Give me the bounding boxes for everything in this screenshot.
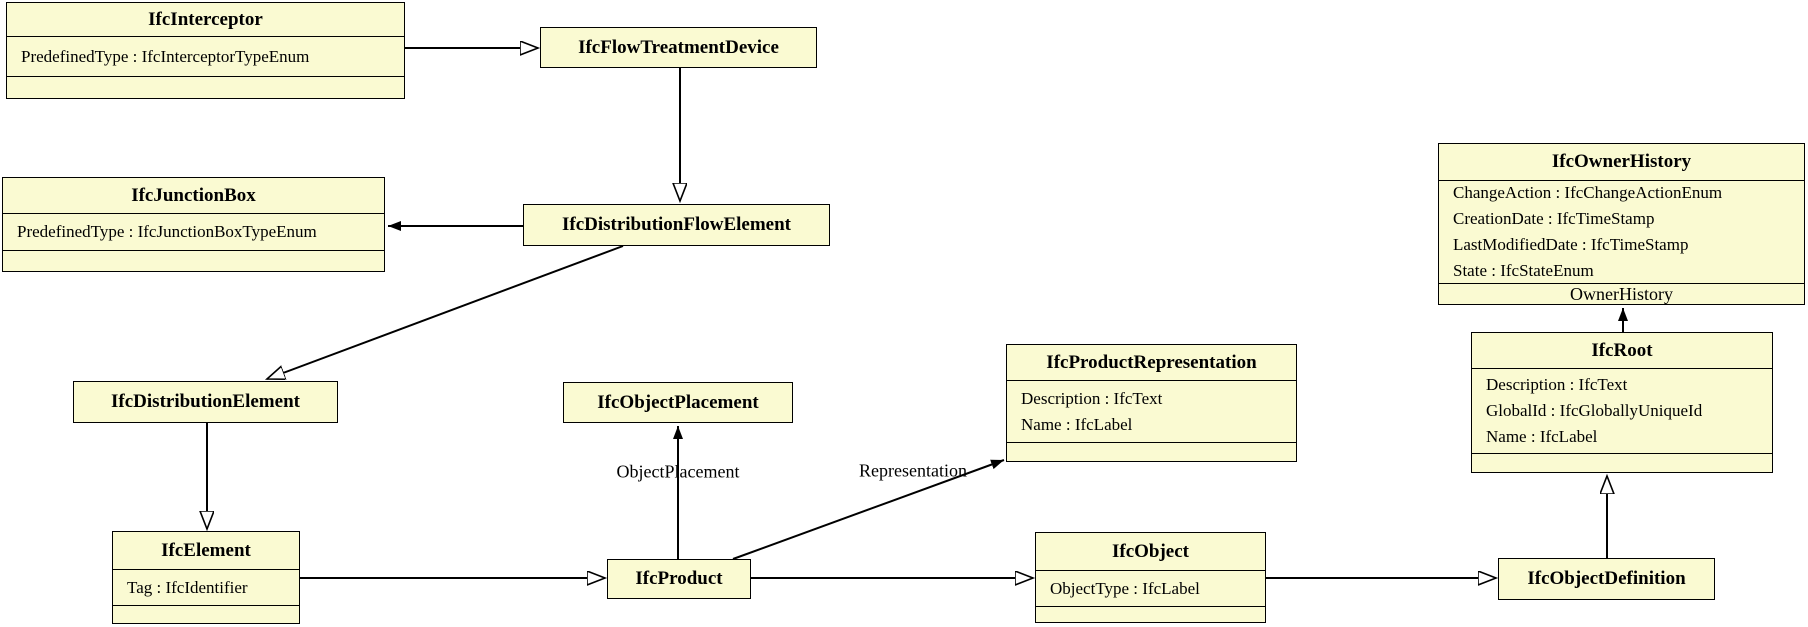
class-title: IfcFlowTreatmentDevice bbox=[578, 36, 779, 58]
class-title: IfcRoot bbox=[1472, 333, 1772, 369]
class-attributes: Tag : IfcIdentifier bbox=[113, 570, 299, 606]
class-attributes: PredefinedType : IfcJunctionBoxTypeEnum bbox=[3, 214, 384, 251]
class-box-ifcproductrepresentation: IfcProductRepresentation Description : I… bbox=[1006, 344, 1297, 462]
class-attribute: PredefinedType : IfcJunctionBoxTypeEnum bbox=[17, 222, 317, 241]
class-title: IfcElement bbox=[113, 532, 299, 570]
class-title: IfcDistributionElement bbox=[111, 391, 300, 412]
class-title: IfcObjectPlacement bbox=[597, 391, 759, 413]
class-title: IfcProductRepresentation bbox=[1007, 345, 1296, 381]
class-title: IfcOwnerHistory bbox=[1439, 144, 1804, 181]
class-attribute: State : IfcStateEnum bbox=[1453, 261, 1594, 280]
class-title: IfcObjectDefinition bbox=[1527, 568, 1686, 589]
class-box-ifcelement: IfcElement Tag : IfcIdentifier bbox=[112, 531, 300, 624]
edge-distributionflowelement-distributionelement bbox=[267, 245, 624, 379]
class-attribute: Name : IfcLabel bbox=[1486, 427, 1598, 446]
class-attributes: Description : IfcText GlobalId : IfcGlob… bbox=[1472, 369, 1772, 454]
edge-label-objectplacement: ObjectPlacement bbox=[616, 461, 740, 482]
class-title: IfcProduct bbox=[635, 568, 723, 589]
class-title: IfcDistributionFlowElement bbox=[561, 214, 792, 235]
class-operations-empty bbox=[1007, 443, 1296, 461]
class-operations-empty bbox=[7, 77, 404, 98]
class-attributes: ObjectType : IfcLabel bbox=[1036, 571, 1265, 607]
class-box-ifcobjectdefinition: IfcObjectDefinition bbox=[1498, 558, 1715, 600]
class-box-ifcobject: IfcObject ObjectType : IfcLabel bbox=[1035, 532, 1266, 623]
class-attribute: Name : IfcLabel bbox=[1021, 414, 1133, 434]
class-box-ifcdistributionflowelement: IfcDistributionFlowElement bbox=[523, 204, 830, 246]
edge-label-ownerhistory: OwnerHistory bbox=[1570, 284, 1673, 304]
class-attributes: ChangeAction : IfcChangeActionEnum Creat… bbox=[1439, 181, 1804, 284]
class-attribute: ObjectType : IfcLabel bbox=[1050, 578, 1200, 598]
class-box-ifcjunctionbox: IfcJunctionBox PredefinedType : IfcJunct… bbox=[2, 177, 385, 272]
class-operations-empty bbox=[3, 251, 384, 271]
class-operations-empty bbox=[1472, 454, 1772, 472]
class-box-ifcownerhistory: IfcOwnerHistory ChangeAction : IfcChange… bbox=[1438, 143, 1805, 305]
edge-label-representation: Representation bbox=[859, 460, 967, 481]
class-title: IfcObject bbox=[1036, 533, 1265, 571]
class-box-ifcdistributionelement: IfcDistributionElement bbox=[73, 381, 338, 423]
class-attribute: Description : IfcText bbox=[1021, 388, 1163, 408]
class-box-ifcproduct: IfcProduct bbox=[607, 559, 751, 599]
class-box-ifcroot: IfcRoot Description : IfcText GlobalId :… bbox=[1471, 332, 1773, 473]
class-box-ifcinterceptor: IfcInterceptor PredefinedType : IfcInter… bbox=[6, 2, 405, 99]
class-attribute: GlobalId : IfcGloballyUniqueId bbox=[1486, 401, 1703, 420]
edge-product-productrepresentation bbox=[732, 459, 1005, 560]
class-attributes: PredefinedType : IfcInterceptorTypeEnum bbox=[7, 37, 404, 77]
class-attribute: CreationDate : IfcTimeStamp bbox=[1453, 209, 1655, 228]
class-attribute: LastModifiedDate : IfcTimeStamp bbox=[1453, 235, 1689, 254]
class-title: IfcInterceptor bbox=[7, 3, 404, 37]
class-operations-empty bbox=[113, 606, 299, 623]
class-title: IfcJunctionBox bbox=[3, 178, 384, 214]
class-attributes: Description : IfcText Name : IfcLabel bbox=[1007, 381, 1296, 443]
class-attribute: ChangeAction : IfcChangeActionEnum bbox=[1453, 183, 1723, 202]
class-box-ifcflowtreatmentdevice: IfcFlowTreatmentDevice bbox=[540, 27, 817, 68]
class-attribute: PredefinedType : IfcInterceptorTypeEnum bbox=[21, 46, 310, 66]
class-operations-empty bbox=[1036, 607, 1265, 622]
class-attribute: Description : IfcText bbox=[1486, 375, 1628, 394]
class-attribute: Tag : IfcIdentifier bbox=[127, 577, 248, 597]
class-box-ifcobjectplacement: IfcObjectPlacement bbox=[563, 382, 793, 423]
